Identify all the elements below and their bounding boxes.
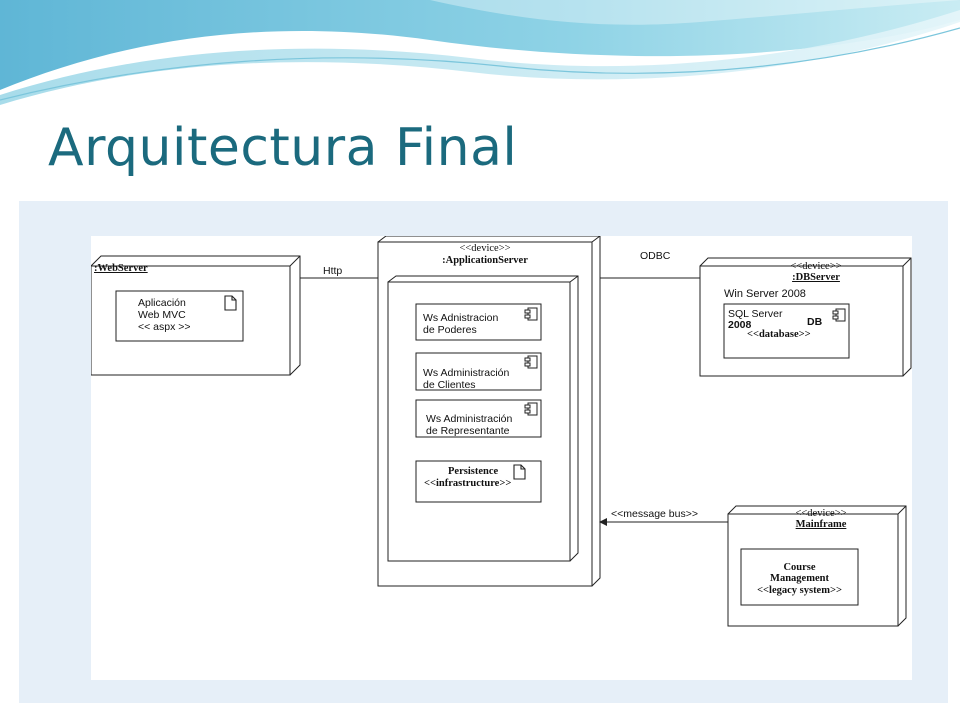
message-bus-label: <<message bus>> xyxy=(611,508,698,520)
odbc-label: ODBC xyxy=(640,250,671,262)
webserver-artifact-box xyxy=(115,290,244,342)
slide-title: Arquitectura Final xyxy=(48,118,518,178)
message-bus-arrow xyxy=(599,518,607,526)
appserver-name: :ApplicationServer xyxy=(442,255,528,266)
webserver-name: :WebServer xyxy=(94,263,148,274)
component-box-poderes xyxy=(415,303,542,341)
mainframe-component-line2: Management xyxy=(770,573,829,584)
db-component-type: DB xyxy=(807,316,823,328)
component-representante-line2: de Representante xyxy=(426,425,510,437)
mainframe-component-line3: <<legacy system>> xyxy=(757,585,842,596)
component-representante-line1: Ws Administración xyxy=(426,413,513,425)
webserver-artifact-line2: Web MVC xyxy=(138,309,186,321)
db-component-line1: SQL Server xyxy=(728,308,783,320)
dbserver-os: Win Server 2008 xyxy=(724,288,806,300)
component-icon xyxy=(832,308,846,322)
mainframe-name: Mainframe xyxy=(795,519,847,530)
component-icon xyxy=(524,355,538,369)
diagram-shapes xyxy=(91,236,912,627)
db-component-version: 2008 xyxy=(728,319,752,331)
dbserver-stereotype: <<device>> xyxy=(790,261,842,272)
component-box-representante xyxy=(415,399,542,438)
http-label: Http xyxy=(323,265,343,277)
mainframe-component-line1: Course xyxy=(783,562,816,573)
component-poderes-line2: de Poderes xyxy=(423,324,477,336)
component-icon xyxy=(524,402,538,416)
component-clientes-line2: de Clientes xyxy=(423,379,476,391)
db-component-box xyxy=(723,303,850,359)
webserver-artifact-line1: Aplicación xyxy=(138,297,186,309)
document-icon xyxy=(513,464,526,480)
persistence-name: Persistence xyxy=(448,466,499,477)
document-icon xyxy=(224,295,237,311)
mainframe-stereotype: <<device>> xyxy=(795,508,847,519)
mainframe-component-box xyxy=(740,548,859,606)
component-poderes-line1: Ws Adnistracion xyxy=(423,312,499,324)
persistence-stereotype: <<infrastructure>> xyxy=(424,478,512,489)
db-component-stereotype: <<database>> xyxy=(747,329,811,340)
component-icon xyxy=(524,307,538,321)
webserver-artifact-line3: << aspx >> xyxy=(138,321,191,333)
deployment-diagram: :WebServer Aplicación Web MVC << aspx >>… xyxy=(91,236,912,680)
appserver-stereotype: <<device>> xyxy=(459,243,511,254)
dbserver-name: :DBServer xyxy=(792,272,840,283)
header-wave-decoration xyxy=(0,0,960,105)
component-clientes-line1: Ws Administración xyxy=(423,367,510,379)
component-box-clientes xyxy=(415,352,542,391)
